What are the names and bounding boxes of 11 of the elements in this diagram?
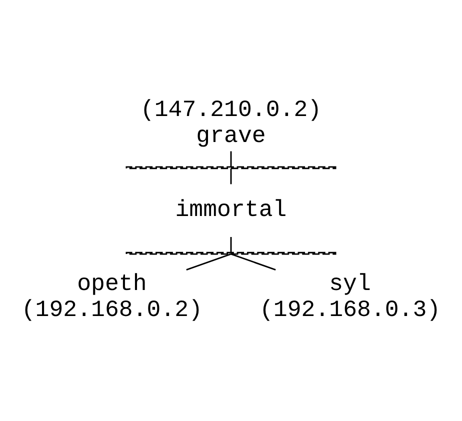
connector bbox=[186, 253, 232, 270]
node-text: immortal bbox=[175, 197, 287, 224]
node-bar bbox=[126, 252, 336, 255]
connector bbox=[230, 151, 232, 167]
node-text: syl (192.168.0.3) bbox=[259, 271, 441, 324]
connector bbox=[230, 168, 232, 184]
connector bbox=[230, 237, 232, 253]
node-text: opeth (192.168.0.2) bbox=[21, 271, 203, 324]
node-text: (147.210.0.2) grave bbox=[140, 96, 322, 149]
connector bbox=[230, 253, 276, 270]
node-bar bbox=[126, 166, 336, 170]
